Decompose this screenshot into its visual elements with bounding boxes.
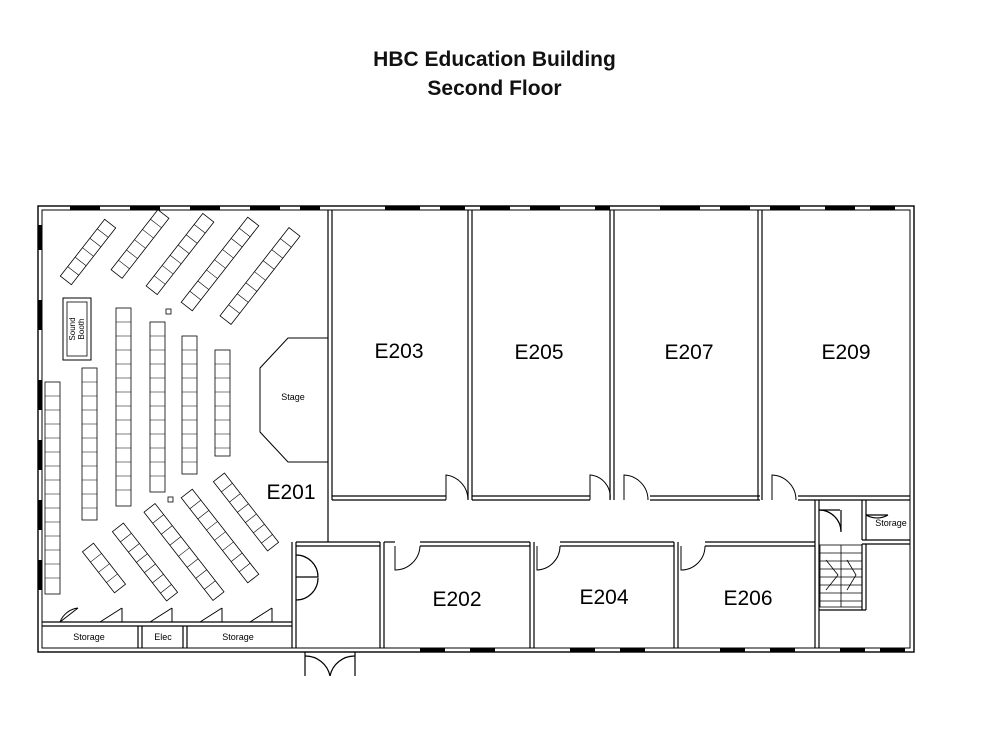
south-classroom-doors	[394, 545, 706, 571]
lobby-walls	[295, 541, 385, 677]
storage-label-left: Storage	[73, 632, 105, 642]
south-classroom-walls	[384, 500, 820, 648]
storage-label-right: Storage	[875, 518, 907, 528]
sound-booth-label-line2: Booth	[77, 319, 86, 340]
room-label-e205: E205	[514, 341, 563, 364]
e201-walls	[42, 210, 333, 648]
room-label-e201: E201	[266, 481, 315, 504]
room-label-e204: E204	[579, 586, 628, 609]
storage-doors	[59, 607, 273, 623]
north-classroom-doors	[445, 474, 797, 501]
room-label-e207: E207	[664, 341, 713, 364]
stair-area	[818, 500, 910, 611]
stage-outline	[259, 337, 328, 463]
room-label-e202: E202	[432, 588, 481, 611]
north-classroom-walls	[332, 210, 910, 501]
plan-title: HBC Education Building	[373, 48, 616, 71]
room-label-e206: E206	[723, 587, 772, 610]
seat-rows-angled-bottom	[81, 472, 280, 602]
room-label-e203: E203	[374, 340, 423, 363]
sound-booth	[62, 297, 92, 361]
storage-label-mid: Storage	[222, 632, 254, 642]
plan-subtitle: Second Floor	[427, 77, 562, 100]
columns	[165, 308, 174, 503]
sound-booth-label-line1: Sound	[68, 317, 77, 340]
room-label-e209: E209	[821, 341, 870, 364]
seat-rows-vertical	[44, 307, 231, 595]
outer-walls	[37, 205, 915, 653]
seat-rows-angled-top	[59, 209, 301, 325]
stage-label: Stage	[281, 392, 305, 402]
elec-label: Elec	[154, 632, 172, 642]
